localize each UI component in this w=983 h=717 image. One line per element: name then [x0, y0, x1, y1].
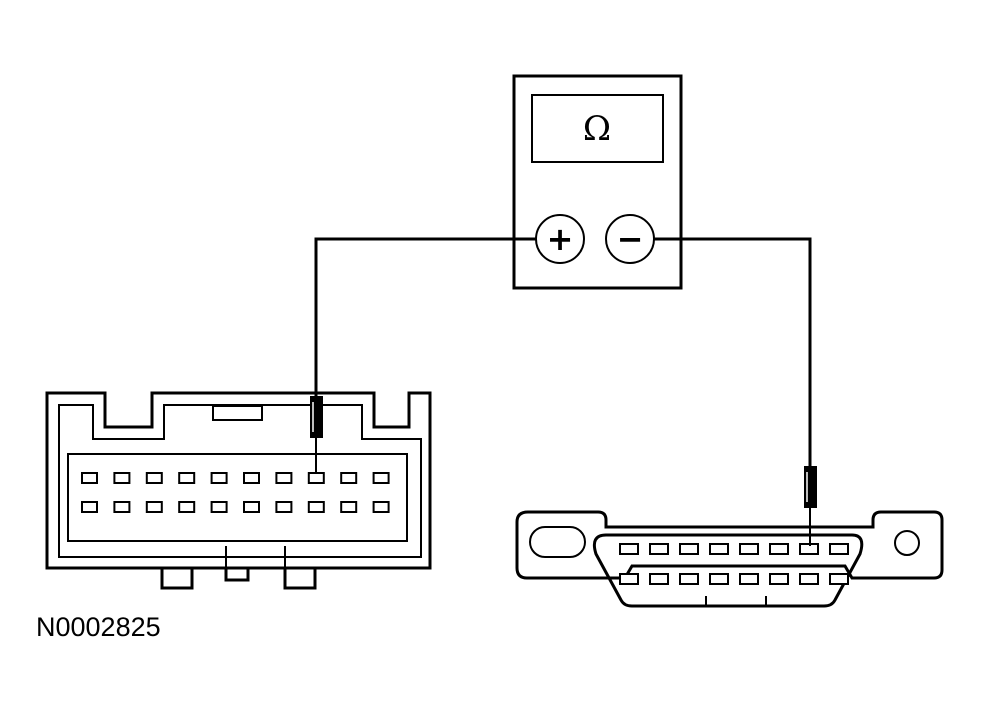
right-connector-pin-r1-6: [769, 543, 789, 555]
right-connector-mount-hole: [894, 530, 920, 556]
right-connector-mount-slot: [529, 526, 586, 558]
left-connector-pin-r1-2: [113, 472, 131, 484]
left-connector-pin-r1-6: [243, 472, 260, 484]
left-connector-key: [283, 566, 317, 590]
right-connector-pin-r2-8: [829, 573, 849, 585]
left-connector-pin-r2-5: [210, 501, 228, 513]
left-connector-pin-cavity: [67, 453, 408, 542]
left-connector-pin-r1-5: [210, 472, 228, 484]
right-connector-trapezoid-shell: [592, 533, 864, 608]
right-connector-pin-r1-4: [709, 543, 729, 555]
left-connector-pin-r1-7: [275, 472, 293, 484]
right-connector-pin-r1-5: [739, 543, 759, 555]
positive-terminal[interactable]: +: [535, 214, 585, 264]
negative-probe-body: [804, 466, 817, 508]
right-connector-pin-r2-5: [739, 573, 759, 585]
left-connector-pin-r2-9: [340, 501, 358, 513]
positive-symbol: +: [547, 220, 574, 258]
ohm-symbol: Ω: [583, 109, 611, 149]
right-connector-pin-r1-2: [649, 543, 669, 555]
right-connector-mounting-flange: [515, 510, 944, 580]
left-connector-pin-r2-10: [372, 501, 390, 513]
negative-symbol: −: [617, 220, 644, 258]
left-connector-pin-r2-2: [113, 501, 131, 513]
multimeter: Ω + −: [512, 74, 683, 290]
positive-probe-body: [310, 396, 323, 438]
left-connector-outer-shell: [45, 391, 432, 570]
negative-terminal[interactable]: −: [605, 214, 655, 264]
left-connector-pin-r1-1: [81, 472, 98, 484]
left-connector-pin-r2-4: [178, 501, 196, 513]
right-connector-pin-r2-2: [649, 573, 669, 585]
left-connector-latch: [212, 405, 263, 421]
left-connector-pin-r1-10: [372, 472, 390, 484]
right-connector-pins: [619, 543, 849, 585]
left-connector-pins: [81, 472, 390, 513]
left-connector-pin-r2-6: [243, 501, 260, 513]
left-connector-pin-r1-3: [145, 472, 163, 484]
right-connector-pin-r2-4: [709, 573, 729, 585]
negative-test-lead: [654, 237, 812, 468]
right-connector-pin-r2-7: [799, 573, 819, 585]
left-connector-pin-r2-1: [81, 501, 98, 513]
figure-code: N0002825: [36, 612, 161, 642]
right-connector-pin-r2-6: [769, 573, 789, 585]
right-connector-pin-r1-1: [619, 543, 639, 555]
multimeter-body: [512, 74, 683, 290]
left-connector-pin-r1-9: [340, 472, 358, 484]
left-connector: [45, 391, 432, 590]
left-connector-pin-r2-7: [275, 501, 293, 513]
right-connector-pin-r2-1: [619, 573, 639, 585]
left-connector-pin-r2-3: [145, 501, 163, 513]
positive-probe: [310, 396, 323, 474]
negative-probe: [804, 466, 817, 546]
right-connector-pin-r1-8: [829, 543, 849, 555]
left-connector-pin-r1-4: [178, 472, 196, 484]
right-connector-pin-r2-3: [679, 573, 699, 585]
left-connector-key: [224, 566, 250, 582]
left-connector-inner-wall: [58, 404, 422, 558]
positive-test-lead: [314, 237, 536, 398]
right-connector: [515, 510, 944, 608]
multimeter-display: [531, 94, 664, 163]
left-connector-key: [160, 566, 194, 590]
left-connector-pin-r1-8: [307, 472, 325, 484]
right-connector-pin-r1-3: [679, 543, 699, 555]
left-connector-pin-r2-8: [307, 501, 325, 513]
